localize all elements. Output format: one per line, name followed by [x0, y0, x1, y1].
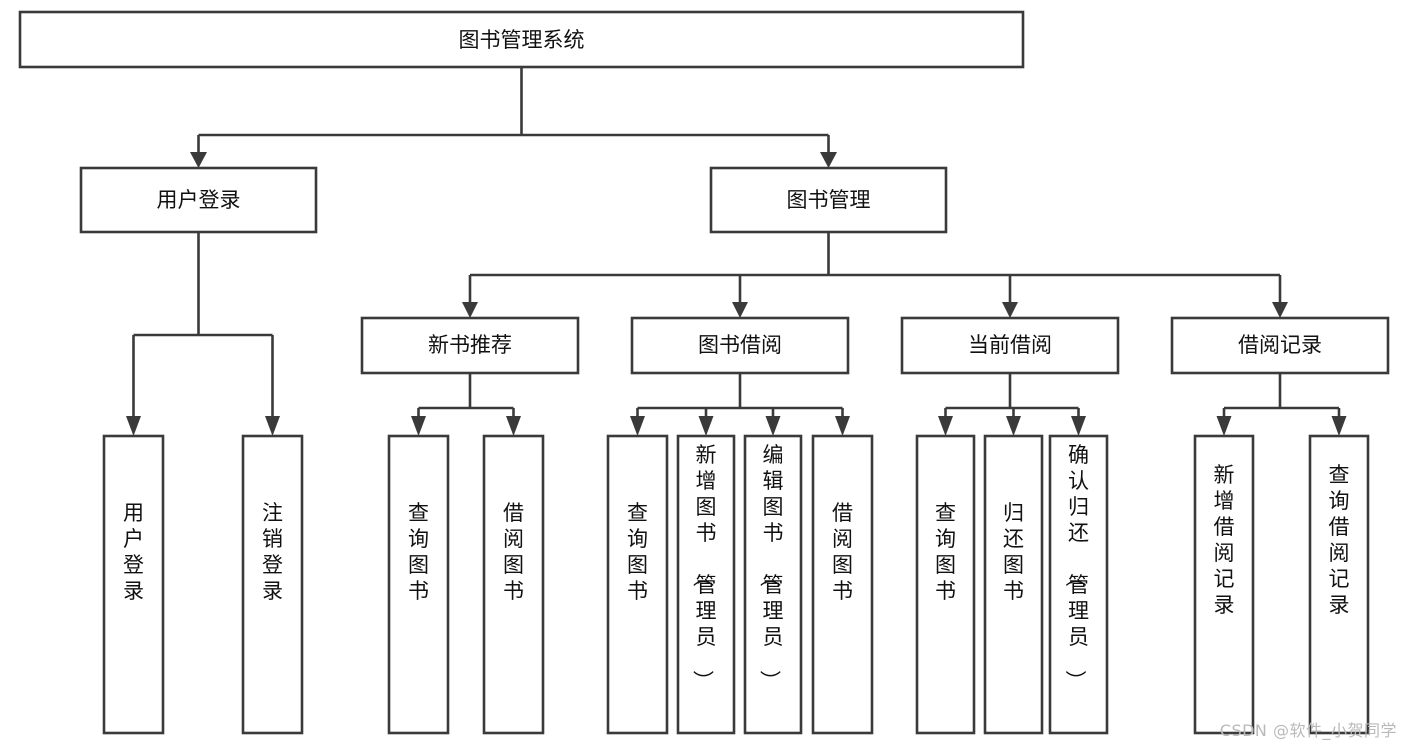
arrow-head-leaf-add-record: [1216, 416, 1232, 436]
arrow-head-leaf-logout: [265, 416, 280, 436]
node-borrow-record-box[interactable]: [1170, 316, 1390, 375]
node-leaf-add-book-label: 新增图书（管理员）: [691, 443, 717, 691]
node-leaf-edit-book-box[interactable]: [743, 434, 803, 735]
arrow-head-leaf-borrow-book-1: [506, 416, 521, 436]
node-leaf-user-login[interactable]: 用户登录: [102, 434, 165, 735]
node-root-label: 图书管理系统: [459, 28, 585, 52]
node-leaf-query-record-box[interactable]: [1308, 434, 1370, 735]
node-leaf-add-book[interactable]: 新增图书（管理员）: [676, 434, 736, 735]
node-leaf-borrow-book-2[interactable]: 借阅图书: [811, 434, 874, 735]
arrow-head-leaf-user-login: [126, 416, 141, 436]
node-user-login[interactable]: 用户登录: [79, 166, 318, 234]
arrow-head-leaf-add-book: [698, 416, 714, 436]
arrow-head-leaf-borrow-book-2: [835, 416, 850, 436]
arrow-head-book-borrow: [732, 302, 748, 318]
node-leaf-query-book-3-label: 查询图书: [935, 501, 956, 603]
node-leaf-query-book-1-box[interactable]: [387, 434, 450, 735]
node-leaf-query-book-1-label: 查询图书: [408, 501, 429, 603]
arrow-head-leaf-query-book-1: [411, 416, 426, 436]
arrow-head-current-borrow: [1002, 302, 1018, 318]
node-current-borrow-box[interactable]: [900, 316, 1120, 375]
node-book-borrow-box[interactable]: [630, 316, 850, 375]
node-new-book-rec[interactable]: 新书推荐: [360, 316, 580, 375]
node-leaf-query-record-label: 查询借阅记录: [1329, 463, 1350, 617]
node-leaf-user-login-box[interactable]: [102, 434, 165, 735]
node-new-book-rec-box[interactable]: [360, 316, 580, 375]
node-book-manage[interactable]: 图书管理: [709, 166, 948, 234]
node-borrow-record-label: 借阅记录: [1238, 333, 1322, 357]
node-leaf-query-book-3[interactable]: 查询图书: [915, 434, 976, 735]
node-leaf-borrow-book-1-box[interactable]: [482, 434, 545, 735]
node-leaf-logout[interactable]: 注销登录: [241, 434, 304, 735]
arrow-head-leaf-confirm-return: [1071, 416, 1086, 436]
node-book-manage-box[interactable]: [709, 166, 948, 234]
node-leaf-query-book-2[interactable]: 查询图书: [606, 434, 669, 735]
node-leaf-query-book-2-box[interactable]: [606, 434, 669, 735]
node-leaf-add-record-label: 新增借阅记录: [1214, 463, 1235, 617]
node-root[interactable]: 图书管理系统: [18, 10, 1025, 69]
arrow-head-new-book-rec: [462, 302, 478, 318]
arrow-head-user-login: [190, 152, 207, 168]
node-leaf-edit-book-label: 编辑图书（管理员）: [758, 443, 784, 691]
node-leaf-user-login-label: 用户登录: [123, 501, 144, 603]
arrow-head-book-manage: [820, 152, 837, 168]
arrow-head-leaf-query-record: [1331, 416, 1347, 436]
node-leaf-return-book[interactable]: 归还图书: [983, 434, 1044, 735]
node-user-login-box[interactable]: [79, 166, 318, 234]
node-leaf-edit-book[interactable]: 编辑图书（管理员）: [743, 434, 803, 735]
arrow-head-leaf-edit-book: [765, 416, 781, 436]
node-leaf-add-record[interactable]: 新增借阅记录: [1193, 434, 1255, 735]
node-leaf-query-book-2-label: 查询图书: [627, 501, 648, 603]
node-current-borrow[interactable]: 当前借阅: [900, 316, 1120, 375]
node-leaf-return-book-box[interactable]: [983, 434, 1044, 735]
node-borrow-record[interactable]: 借阅记录: [1170, 316, 1390, 375]
connector-layer: [126, 67, 1347, 436]
arrow-head-leaf-return-book: [1006, 416, 1021, 436]
node-leaf-logout-box[interactable]: [241, 434, 304, 735]
node-new-book-rec-label: 新书推荐: [428, 333, 512, 357]
node-book-borrow[interactable]: 图书借阅: [630, 316, 850, 375]
node-book-borrow-label: 图书借阅: [698, 333, 782, 357]
node-leaf-confirm-return[interactable]: 确认归还（管理员）: [1048, 434, 1109, 735]
node-leaf-borrow-book-2-box[interactable]: [811, 434, 874, 735]
node-leaf-borrow-book-2-label: 借阅图书: [832, 501, 853, 603]
node-leaf-borrow-book-1[interactable]: 借阅图书: [482, 434, 545, 735]
node-leaf-add-book-box[interactable]: [676, 434, 736, 735]
node-leaf-query-record[interactable]: 查询借阅记录: [1308, 434, 1370, 735]
node-leaf-confirm-return-label: 确认归还（管理员）: [1063, 443, 1089, 691]
node-leaf-query-book-3-box[interactable]: [915, 434, 976, 735]
node-current-borrow-label: 当前借阅: [968, 333, 1052, 357]
node-root-box[interactable]: [18, 10, 1025, 69]
node-leaf-return-book-label: 归还图书: [1003, 501, 1024, 603]
arrow-head-leaf-query-book-3: [938, 416, 953, 436]
arrow-head-borrow-record: [1272, 302, 1288, 318]
node-leaf-borrow-book-1-label: 借阅图书: [503, 501, 524, 603]
node-leaf-add-record-box[interactable]: [1193, 434, 1255, 735]
node-user-login-label: 用户登录: [157, 188, 241, 212]
node-leaf-query-book-1[interactable]: 查询图书: [387, 434, 450, 735]
node-leaf-confirm-return-box[interactable]: [1048, 434, 1109, 735]
node-leaf-logout-label: 注销登录: [262, 501, 283, 603]
arrow-head-leaf-query-book-2: [630, 416, 645, 436]
node-book-manage-label: 图书管理: [787, 188, 871, 212]
